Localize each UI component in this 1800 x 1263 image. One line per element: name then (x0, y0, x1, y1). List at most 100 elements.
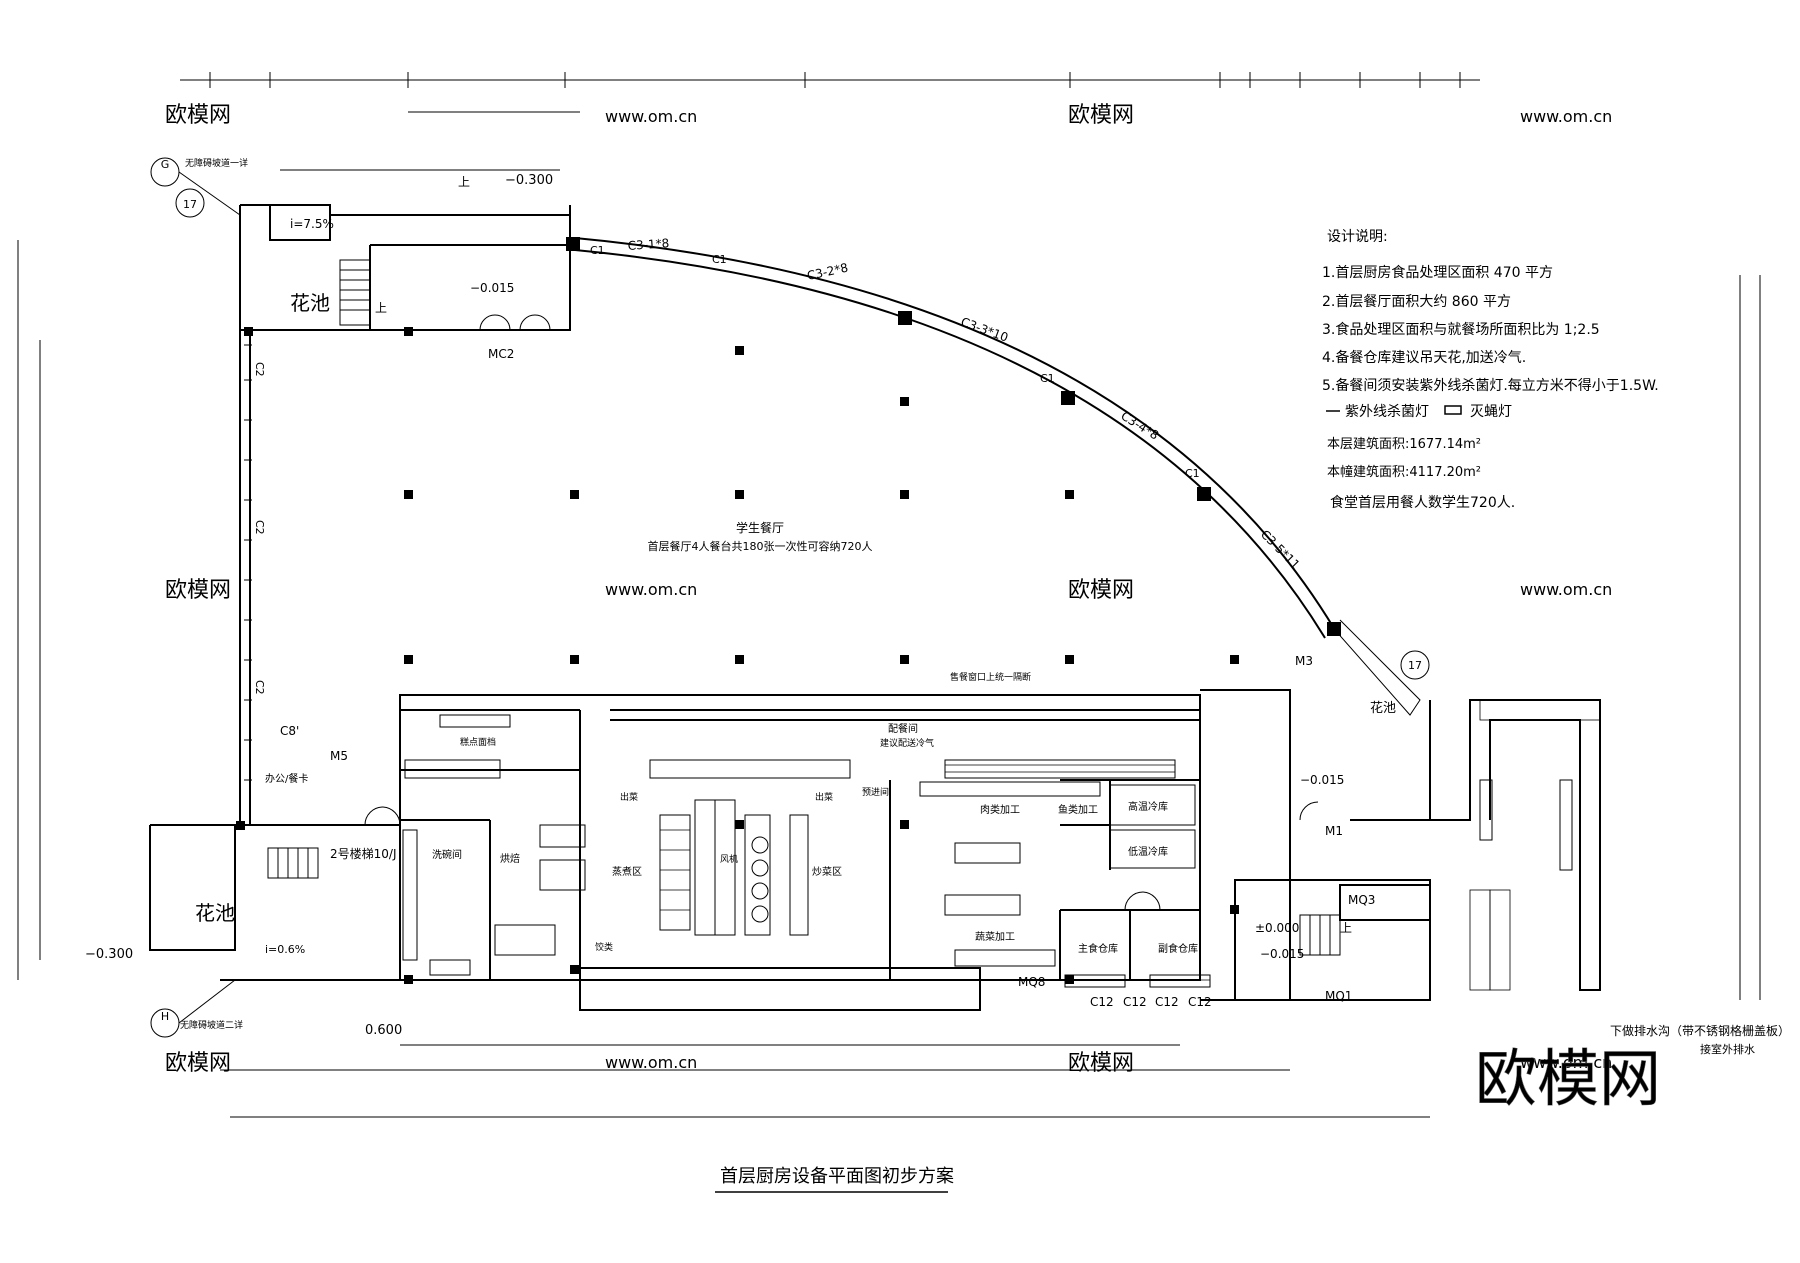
room-cold-lo: 低温冷库 (1128, 845, 1168, 858)
building-walls (149, 204, 1601, 1011)
columns (236, 327, 1239, 984)
watermark-small: 欧模网 (1068, 578, 1134, 603)
dining-desc: 首层餐厅4人餐台共180张一次性可容纳720人 (648, 539, 873, 553)
room-wok: 炒菜区 (812, 866, 842, 878)
up-upper: 上 (458, 175, 470, 189)
office-label: 办公/餐卡 (265, 772, 308, 785)
dimension-lines (17, 72, 1761, 1118)
watermark-small: 欧模网 (165, 1051, 231, 1076)
watermark-small: 欧模网 (165, 578, 231, 603)
equipment-hatch (660, 764, 1210, 981)
room-fish: 鱼类加工 (1058, 803, 1098, 816)
room-serve-out-2: 出菜 (815, 791, 833, 803)
axis-17-label-right: 17 (1408, 659, 1422, 672)
slope-bottom: i=0.6% (265, 943, 305, 956)
notes-heading: 设计说明: (1327, 229, 1388, 245)
room-fan: 风机 (720, 853, 738, 865)
m3-label: M3 (1295, 654, 1313, 668)
axis-17-label-top: 17 (183, 198, 197, 211)
elevation-0600: 0.600 (365, 1023, 402, 1038)
watermark-small: 欧模网 (1068, 103, 1134, 128)
watermark-url: www.om.cn (1520, 580, 1612, 599)
planter-label-upper: 花池 (290, 291, 330, 315)
mq8-label: MQ8 (1018, 975, 1045, 989)
watermarks: 欧模网 www.om.cn 欧模网 www.om.cn 欧模网 www.om.c… (165, 103, 1612, 1076)
stair2-label: 2号楼梯10/J (330, 846, 397, 861)
room-meat: 肉类加工 (980, 803, 1020, 816)
room-side-store: 副食仓库 (1158, 942, 1198, 955)
notes-item-1: 1.首层厨房食品处理区面积 470 平方 (1322, 264, 1553, 281)
ramp1-note: 无障碍坡道一详 (185, 157, 248, 169)
legend-uv: 紫外线杀菌灯 (1345, 404, 1429, 420)
room-main-store: 主食仓库 (1078, 942, 1118, 955)
m5-label: M5 (330, 749, 348, 763)
slope-top: i=7.5% (290, 217, 334, 231)
drawing-title: 首层厨房设备平面图初步方案 (720, 1166, 954, 1187)
serving-note: 售餐窗口上统一隔断 (950, 671, 1031, 683)
elevation-top: −0.300 (505, 173, 553, 188)
watermark-url: www.om.cn (605, 580, 697, 599)
elevation-zero: ±0.000 (1255, 921, 1299, 935)
room-pastry: 糕点面档 (460, 736, 496, 748)
c12-label-1: C12 (1090, 995, 1114, 1009)
drain-note: 下做排水沟（带不锈钢格栅盖板） (1610, 1023, 1790, 1038)
curtain-label-2: C3-2*8 (806, 261, 850, 283)
room-dumpling: 饺类 (595, 941, 613, 953)
c12-label-2: C12 (1123, 995, 1147, 1009)
watermark-url: www.om.cn (1520, 1053, 1612, 1072)
watermark-small: 欧模网 (1068, 1051, 1134, 1076)
mq1-label: MQ1 (1325, 989, 1352, 1003)
room-prep: 配餐间 (888, 722, 918, 735)
elevation-upper-room: −0.015 (470, 281, 514, 295)
c12-label-4: C12 (1188, 995, 1212, 1009)
curtain-label-1: C3-1*8 (627, 236, 670, 253)
stair-right (1299, 914, 1341, 956)
mc2-label: MC2 (488, 347, 514, 361)
c1-label-1: C1 (590, 244, 605, 257)
c1-label-2: C1 (712, 253, 727, 266)
room-cold-hi: 高温冷库 (1128, 800, 1168, 813)
kitchen-equipment (402, 714, 1573, 988)
notes-item-4: 4.备餐仓库建议吊天花,加送冷气. (1322, 349, 1526, 366)
planter-label-right: 花池 (1370, 700, 1396, 716)
notes-item-3: 3.食品处理区面积与就餐场所面积比为 1;2.5 (1322, 321, 1600, 338)
c1-label-4: C1 (1185, 467, 1200, 480)
legend-fly: 灭蝇灯 (1470, 404, 1512, 420)
dining-name: 学生餐厅 (736, 520, 784, 535)
watermark-url: www.om.cn (1520, 107, 1612, 126)
elevation-lower-right: −0.015 (1260, 947, 1304, 961)
elevation-left: −0.300 (85, 947, 133, 962)
curve-columns (566, 237, 1341, 636)
c1-label-3: C1 (1040, 372, 1055, 385)
watermark-url: www.om.cn (605, 1053, 697, 1072)
notes-item-5: 5.备餐间须安装紫外线杀菌灯.每立方米不得小于1.5W. (1322, 377, 1659, 394)
room-serve-out-1: 出菜 (620, 791, 638, 803)
c2-label-2: C2 (253, 520, 266, 535)
watermark-url: www.om.cn (605, 107, 697, 126)
c2-label-3: C2 (253, 680, 266, 695)
occupancy: 食堂首层用餐人数学生720人. (1330, 494, 1515, 511)
curved-facade (574, 237, 1421, 716)
ramp2-note: 无障碍坡道二详 (180, 1019, 243, 1031)
up-right-stair: 上 (1340, 921, 1352, 935)
drain-note-2: 接室外排水 (1700, 1042, 1755, 1056)
watermark-small: 欧模网 (165, 103, 231, 128)
room-dishwash: 洗碗间 (432, 848, 462, 861)
fly-lamp-icon (1444, 405, 1462, 415)
mq3-label: MQ3 (1348, 893, 1375, 907)
room-bake: 烘焙 (500, 852, 520, 865)
stair-upper (339, 259, 371, 326)
curtain-label-5: C3-5*11 (1258, 527, 1303, 572)
room-pool: 预进间 (862, 786, 889, 798)
doors (364, 314, 1319, 911)
axis-markers (150, 157, 1430, 1038)
axis-h-label: H (161, 1010, 169, 1023)
room-steam: 蒸煮区 (612, 866, 642, 878)
c8-label: C8' (280, 724, 299, 738)
right-wing-planter (1469, 699, 1601, 991)
building-area: 本幢建筑面积:4117.20m² (1327, 464, 1481, 480)
axis-g-label: G (161, 158, 170, 171)
m1-label: M1 (1325, 824, 1343, 838)
design-notes: 设计说明: 1.首层厨房食品处理区面积 470 平方 2.首层餐厅面积大约 86… (1322, 229, 1659, 511)
